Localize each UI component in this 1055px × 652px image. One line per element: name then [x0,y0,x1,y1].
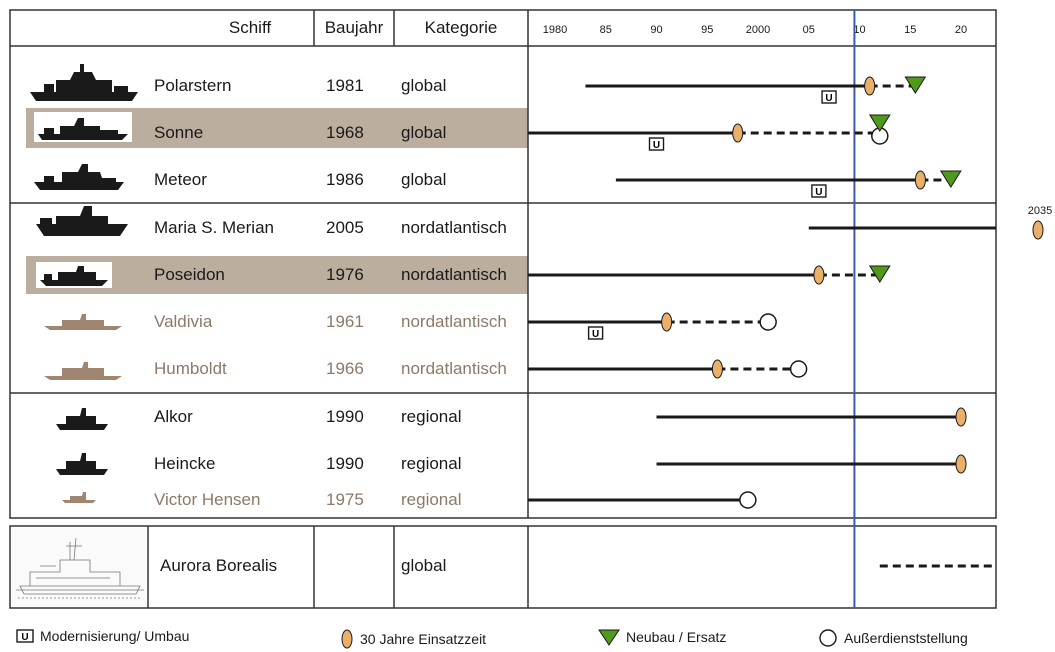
ship-category-meteor: global [401,170,447,189]
ship-silhouette-maria-s-merian [36,206,128,236]
ship-category-sonne: global [401,123,447,142]
ship-silhouette-heincke [56,453,108,475]
x-tick-label: 1980 [543,24,567,36]
ship-category-valdivia: nordatlantisch [401,312,507,331]
retire30-marker-humboldt [711,359,723,379]
ship-name-maria-s-merian: Maria S. Merian [154,218,274,237]
ship-year-poseidon: 1976 [326,265,364,284]
retire30-marker-poseidon [813,265,825,285]
x-tick-label: 95 [701,24,713,36]
ship-silhouette-meteor [34,164,124,190]
decommission-marker-valdivia [759,313,777,331]
ship-name-polarstern: Polarstern [154,76,232,95]
ship-category-humboldt: nordatlantisch [401,359,507,378]
modernization-marker-sonne [648,137,665,151]
x-tick-label: 90 [650,24,662,36]
ship-silhouette-poseidon [36,262,112,288]
ship-drawing-aurora-borealis [12,528,146,606]
legend-new-build-label: Neubau / Ersatz [626,629,727,645]
ship-category-maria-s-merian: nordatlantisch [401,218,507,237]
circle-icon [819,629,837,647]
ship-year-sonne: 1968 [326,123,364,142]
ship-year-heincke: 1990 [326,454,364,473]
x-tick-label: 85 [600,24,612,36]
ship-silhouette-alkor [56,408,108,430]
table-frame-aurora [9,525,997,609]
ship-category-heincke: regional [401,454,462,473]
ship-name-meteor: Meteor [154,170,207,189]
new-build-marker-poseidon [868,265,891,283]
x-tick-label: 20 [955,24,967,36]
retire30-marker-maria-s-merian [1032,220,1044,240]
ship-year-valdivia: 1961 [326,312,364,331]
legend-retire30-label: 30 Jahre Einsatzzeit [360,631,487,647]
x-tick-label: 10 [853,24,865,36]
ship-year-polarstern: 1981 [326,76,364,95]
ship-year-alkor: 1990 [326,407,364,426]
retire30-marker-sonne [732,123,744,143]
ship-name-humboldt: Humboldt [154,359,227,378]
timeline-plot: 1980 85 90 95 2000 05 10 15 20U U U U [528,10,996,608]
ship-year-meteor: 1986 [326,170,364,189]
retire30-marker-polarstern [864,76,876,96]
legend-decommission-label: Außerdienststellung [844,630,968,646]
oval-icon [341,629,353,649]
ship-year-humboldt: 1966 [326,359,364,378]
ship-category-polarstern: global [401,76,447,95]
header-year: Baujahr [324,18,384,37]
new-build-marker-meteor [939,170,962,188]
svg-text:U: U [21,632,28,643]
legend-retire30: 30 Jahre Einsatzzeit [340,628,486,650]
modernization-marker-polarstern [821,90,837,104]
modernization-icon: U [16,629,34,643]
x-tick-label: 15 [904,24,916,36]
x-tick-label: 05 [803,24,815,36]
ship-year-maria-s-merian: 2005 [326,218,364,237]
ship-year-victor-hensen: 1975 [326,490,364,509]
ship-silhouette-valdivia [44,314,122,330]
ship-silhouette-sonne [34,112,132,142]
ship-category-alkor: regional [401,407,462,426]
ship-silhouette-victor-hensen [62,492,96,503]
retire30-marker-valdivia [661,312,673,332]
decommission-marker-humboldt [789,360,808,378]
legend-modernization: U Modernisierung/ Umbau [16,628,189,644]
new-build-marker-polarstern [904,76,927,94]
ship-category-poseidon: nordatlantisch [401,265,507,284]
ship-name-aurora-borealis: Aurora Borealis [160,556,278,575]
legend-new-build: Neubau / Ersatz [598,628,726,646]
modernization-marker-valdivia [587,326,604,340]
new-build-marker-sonne [868,114,891,132]
retire30-marker-meteor [914,170,926,190]
retire30-marker-heincke [955,454,967,474]
ship-category-aurora-borealis: global [401,556,447,575]
header-category: Kategorie [424,18,498,37]
x-tick-label: 2000 [746,24,770,36]
ship-category-victor-hensen: regional [401,490,462,509]
outside-year-label: 2035 [1028,205,1052,217]
ship-name-sonne: Sonne [154,123,204,142]
ship-silhouette-humboldt [44,362,122,380]
ship-name-alkor: Alkor [154,407,193,426]
legend-modernization-label: Modernisierung/ Umbau [40,628,190,644]
modernization-marker-valdivia-letter: U [592,329,599,340]
modernization-marker-sonne-letter: U [653,140,660,151]
ship-silhouette-polarstern [30,64,138,101]
retire30-marker-alkor [955,407,967,427]
modernization-marker-meteor-letter: U [815,187,822,198]
legend-decommission: Außerdienststellung [818,628,968,648]
modernization-marker-polarstern-letter: U [825,93,832,104]
header-ship: Schiff [228,18,272,37]
table-frame-main [9,9,997,519]
ship-name-victor-hensen: Victor Hensen [154,490,261,509]
ship-name-poseidon: Poseidon [154,265,225,284]
triangle-icon [598,629,620,646]
modernization-marker-meteor [811,184,827,198]
ship-name-heincke: Heincke [154,454,216,473]
decommission-marker-victor-hensen [739,491,757,509]
ship-name-valdivia: Valdivia [154,312,213,331]
